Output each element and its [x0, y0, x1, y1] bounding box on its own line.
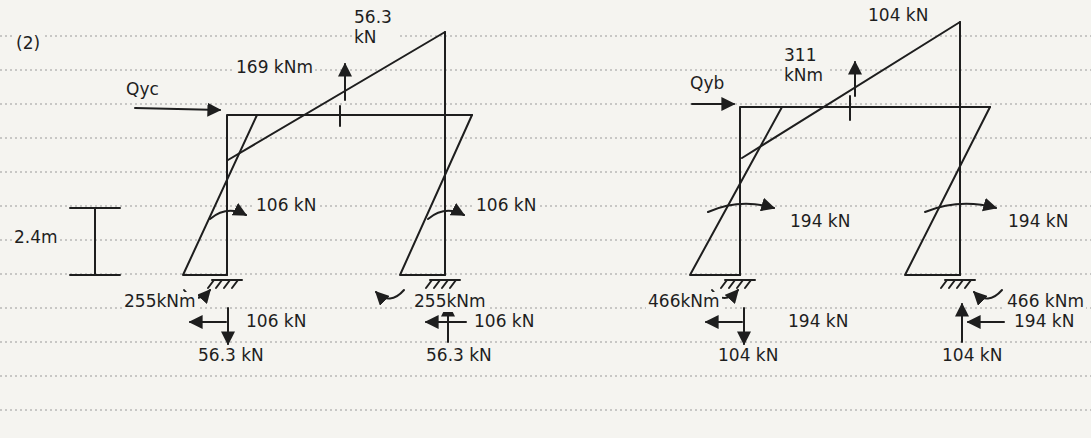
moment-diagram [905, 107, 990, 275]
fixed-support [208, 280, 242, 288]
fixed-support [721, 280, 755, 288]
paper-rule [0, 70, 1091, 71]
load-name: Qyc [124, 80, 161, 100]
shear-value: 106 kN [254, 196, 318, 216]
shear-value: 106 kN [474, 196, 538, 216]
moment-diagram [690, 107, 782, 275]
shear-value: 194 kN [788, 212, 852, 232]
reaction-value: 56.3 kN [196, 346, 266, 366]
reaction-arrow [968, 321, 1004, 323]
fixed-support [941, 280, 975, 288]
paper-rule [0, 410, 1091, 411]
moment-diagram [228, 32, 445, 160]
shear-arc [925, 204, 996, 212]
reaction-value: 194 kN [1012, 312, 1076, 332]
frame-member [444, 32, 446, 275]
moment-value: 466kNm [646, 292, 722, 312]
paper-rule [0, 172, 1091, 173]
reaction-arrow [190, 321, 226, 323]
moment-arc [376, 290, 404, 299]
reaction-arrow [706, 321, 742, 323]
shear-arrow [344, 64, 346, 100]
load-name: Qyb [688, 74, 726, 94]
moment-diagram [183, 115, 257, 275]
inflection-tick [849, 96, 851, 120]
paper-rule [0, 376, 1091, 377]
shear-value: 194 kN [1006, 212, 1070, 232]
paper-rule [0, 342, 1091, 343]
shear-value: 56.3 kN [352, 8, 400, 47]
moment-value: 169 kNm [234, 58, 315, 78]
reaction-arrow [743, 308, 745, 344]
reaction-value: 194 kN [786, 312, 850, 332]
reaction-arrow [227, 308, 229, 344]
shear-arc [708, 204, 774, 212]
load-arrow [135, 108, 220, 110]
paper-rule [0, 206, 1091, 207]
moment-value: 255kNm [122, 292, 198, 312]
reaction-value: 104 kN [716, 346, 780, 366]
reaction-value: 106 kN [244, 312, 308, 332]
shear-arc [428, 211, 464, 219]
shear-value: 104 kN [866, 6, 930, 26]
load-arrow [692, 103, 734, 105]
moment-arc [974, 290, 1002, 299]
shear-arc [210, 211, 246, 219]
paper-rule [0, 36, 1091, 37]
frame-member [740, 107, 990, 275]
moment-value: 255kNm [412, 292, 488, 312]
moment-value: 466 kNm [1005, 292, 1086, 312]
frame-b [690, 22, 1004, 344]
dimension-line [70, 208, 120, 275]
paper-rules [0, 36, 1091, 410]
frame-member [959, 22, 961, 275]
inflection-tick [339, 106, 341, 126]
reaction-arrow [961, 304, 963, 342]
fixed-support [426, 280, 460, 288]
reaction-value: 104 kN [940, 346, 1004, 366]
part-number: (2) [14, 34, 42, 54]
moment-diagram [742, 22, 960, 158]
reaction-arrow [426, 321, 466, 323]
moment-value: 311 kNm [782, 46, 830, 85]
dimension: 2.4m [12, 228, 60, 248]
shear-arrow [854, 62, 856, 96]
moment-diagram [400, 115, 472, 275]
paper-rule [0, 240, 1091, 241]
paper-rule [0, 138, 1091, 139]
reaction-value: 106 kN [472, 312, 536, 332]
reaction-value: 56.3 kN [424, 346, 494, 366]
paper-rule [0, 104, 1091, 105]
